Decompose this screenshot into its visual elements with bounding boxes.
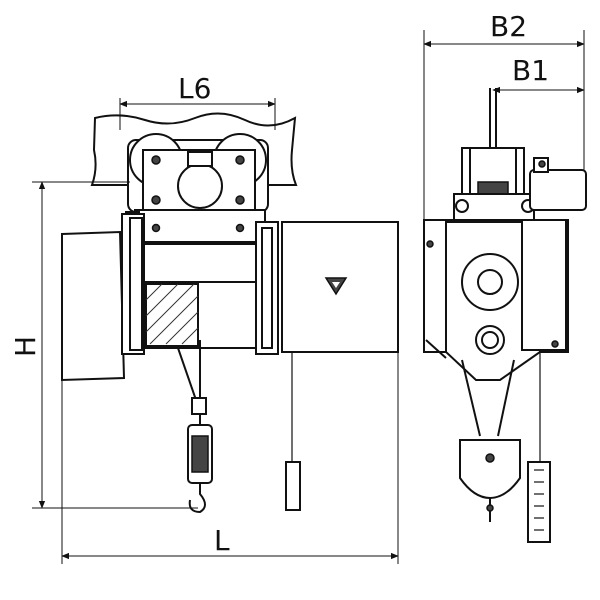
side-travel-motor [529,169,587,211]
gearbox-left [61,230,126,382]
side-view [423,88,587,543]
hook-assembly [177,340,213,514]
dim-label-b1: B1 [512,54,549,87]
side-trolley [453,88,535,221]
dim-label-l6: L6 [178,72,211,105]
pendant-front [285,352,301,511]
trolley [125,133,269,243]
dimension-lines [32,30,585,564]
side-hook [459,359,521,522]
dim-label-l: L [214,524,230,557]
rope-drum-hatch [145,283,199,347]
pendant-side [527,352,551,543]
dim-label-h: H [9,336,42,357]
side-body [423,219,569,381]
motor [281,221,399,353]
front-view [61,112,399,514]
dim-label-b2: B2 [490,10,527,43]
